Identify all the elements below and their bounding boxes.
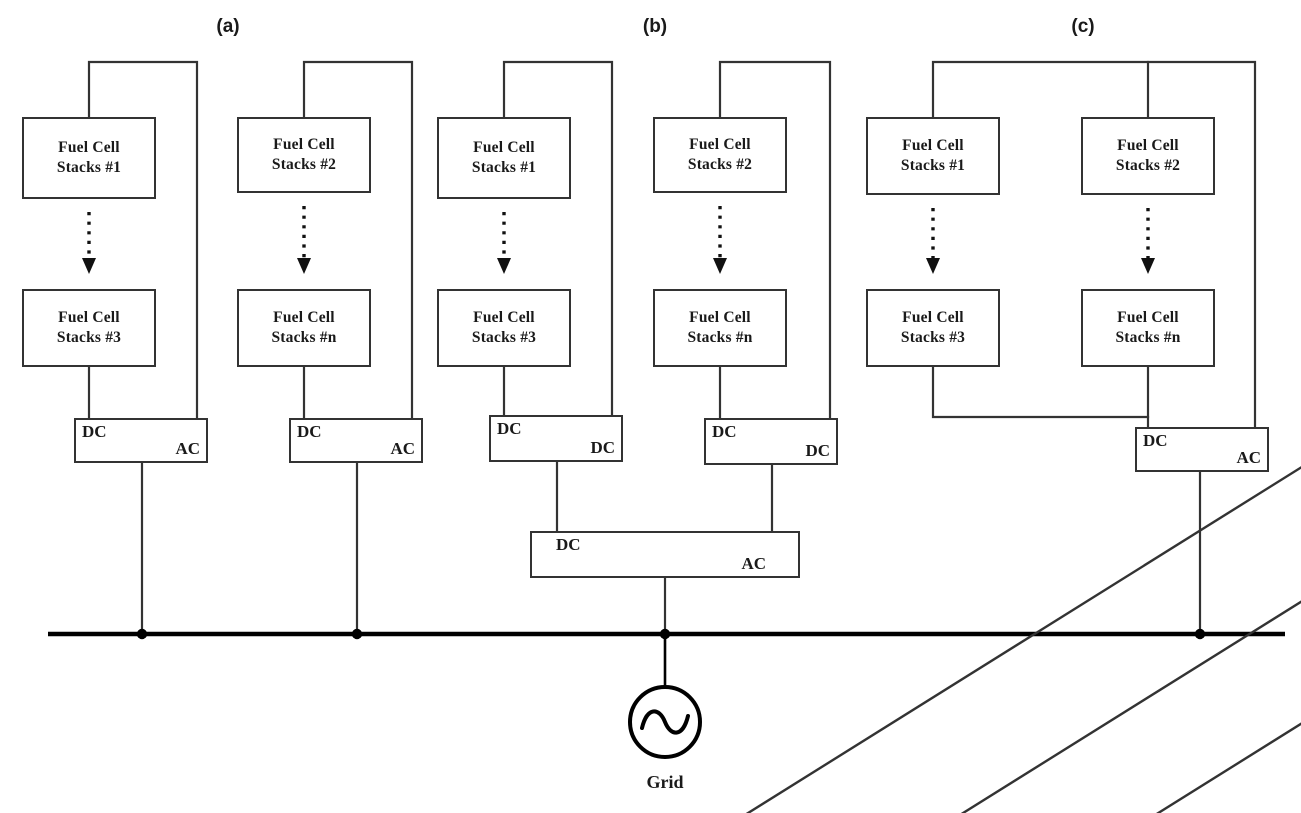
- stack-b-1: Fuel Cell Stacks #1: [437, 117, 571, 199]
- panel-label-a: (a): [216, 16, 240, 37]
- stack-line-1: Fuel Cell: [689, 136, 751, 154]
- wire-b1-top-bridge: [502, 60, 614, 417]
- stack-line-1: Fuel Cell: [473, 139, 535, 157]
- stack-line-1: Fuel Cell: [902, 137, 964, 155]
- stack-line-2: Stacks #3: [471, 329, 537, 346]
- converter-output-label: AC: [741, 554, 766, 573]
- stack-line-1: Fuel Cell: [273, 309, 335, 327]
- stack-line-1: Fuel Cell: [58, 309, 120, 327]
- dotted-arrow-b2-head: [713, 258, 727, 274]
- stack-line-1: Fuel Cell: [902, 309, 964, 327]
- converter-output-label: AC: [1236, 448, 1261, 467]
- stack-c-2: Fuel Cell Stacks #2: [1081, 117, 1215, 195]
- dotted-arrow-a1-head: [82, 258, 96, 274]
- converter-input-label: DC: [297, 422, 322, 441]
- stack-c-n: Fuel Cell Stacks #n: [1081, 289, 1215, 367]
- stack-line-1: Fuel Cell: [273, 136, 335, 154]
- converter-input-label: DC: [497, 419, 522, 438]
- stack-line-1: Fuel Cell: [58, 139, 120, 157]
- stack-a-1: Fuel Cell Stacks #1: [22, 117, 156, 199]
- converter-input-label: DC: [82, 422, 107, 441]
- converter-a-2: DC AC: [289, 418, 423, 463]
- stack-c-3: Fuel Cell Stacks #3: [866, 289, 1000, 367]
- converter-output-label: DC: [805, 441, 830, 460]
- sine-wave-icon: [640, 709, 690, 735]
- converter-input-label: DC: [712, 422, 737, 441]
- stack-line-2: Stacks #n: [271, 329, 337, 346]
- stack-a-3: Fuel Cell Stacks #3: [22, 289, 156, 367]
- stack-line-2: Stacks #1: [471, 159, 537, 176]
- panel-label-c: (c): [1071, 16, 1095, 37]
- dotted-arrow-b1-head: [497, 258, 511, 274]
- stack-a-n: Fuel Cell Stacks #n: [237, 289, 371, 367]
- stack-line-2: Stacks #2: [1115, 157, 1181, 174]
- bus-node: [351, 628, 363, 640]
- converter-input-label: DC: [1143, 431, 1168, 450]
- stack-line-2: Stacks #3: [900, 329, 966, 346]
- converter-diagonal: [1137, 429, 1301, 813]
- stack-line-2: Stacks #2: [687, 156, 753, 173]
- bus-node: [1194, 628, 1206, 640]
- converter-diagonal: [76, 420, 1301, 813]
- dotted-arrow-c2-head: [1141, 258, 1155, 274]
- converter-output-label: DC: [590, 438, 615, 457]
- inverter-b-main: DC AC: [530, 531, 800, 578]
- wire-b2-top-bridge: [718, 60, 832, 420]
- wire-a2-top-bridge: [302, 60, 414, 420]
- bus-junction-dots: [136, 628, 1206, 640]
- converter-input-label: DC: [556, 535, 581, 554]
- converter-b-2: DC DC: [704, 418, 838, 465]
- dotted-arrow-a2-head: [297, 258, 311, 274]
- converter-output-label: AC: [175, 439, 200, 458]
- wire-c-bottom-rail: [931, 365, 1150, 419]
- wire-a1-top-bridge: [87, 60, 199, 420]
- converter-b-1: DC DC: [489, 415, 623, 462]
- converter-output-label: AC: [390, 439, 415, 458]
- wire-c-top-rail: [931, 60, 1257, 429]
- stack-line-2: Stacks #n: [1115, 329, 1181, 346]
- stack-a-2: Fuel Cell Stacks #2: [237, 117, 371, 193]
- stack-c-1: Fuel Cell Stacks #1: [866, 117, 1000, 195]
- stack-line-2: Stacks #1: [900, 157, 966, 174]
- stack-b-n: Fuel Cell Stacks #n: [653, 289, 787, 367]
- stack-line-2: Stacks #2: [271, 156, 337, 173]
- stack-line-1: Fuel Cell: [689, 309, 751, 327]
- dotted-arrow-c1-head: [926, 258, 940, 274]
- stack-line-2: Stacks #1: [56, 159, 122, 176]
- stack-line-2: Stacks #n: [687, 329, 753, 346]
- stack-line-1: Fuel Cell: [473, 309, 535, 327]
- bus-node: [136, 628, 148, 640]
- stack-b-3: Fuel Cell Stacks #3: [437, 289, 571, 367]
- panel-label-b: (b): [642, 16, 668, 37]
- stack-line-1: Fuel Cell: [1117, 137, 1179, 155]
- stack-line-2: Stacks #3: [56, 329, 122, 346]
- converter-a-1: DC AC: [74, 418, 208, 463]
- stack-b-2: Fuel Cell Stacks #2: [653, 117, 787, 193]
- bus-node: [659, 628, 671, 640]
- stack-line-1: Fuel Cell: [1117, 309, 1179, 327]
- grid-label: Grid: [646, 772, 684, 792]
- converter-c-1: DC AC: [1135, 427, 1269, 472]
